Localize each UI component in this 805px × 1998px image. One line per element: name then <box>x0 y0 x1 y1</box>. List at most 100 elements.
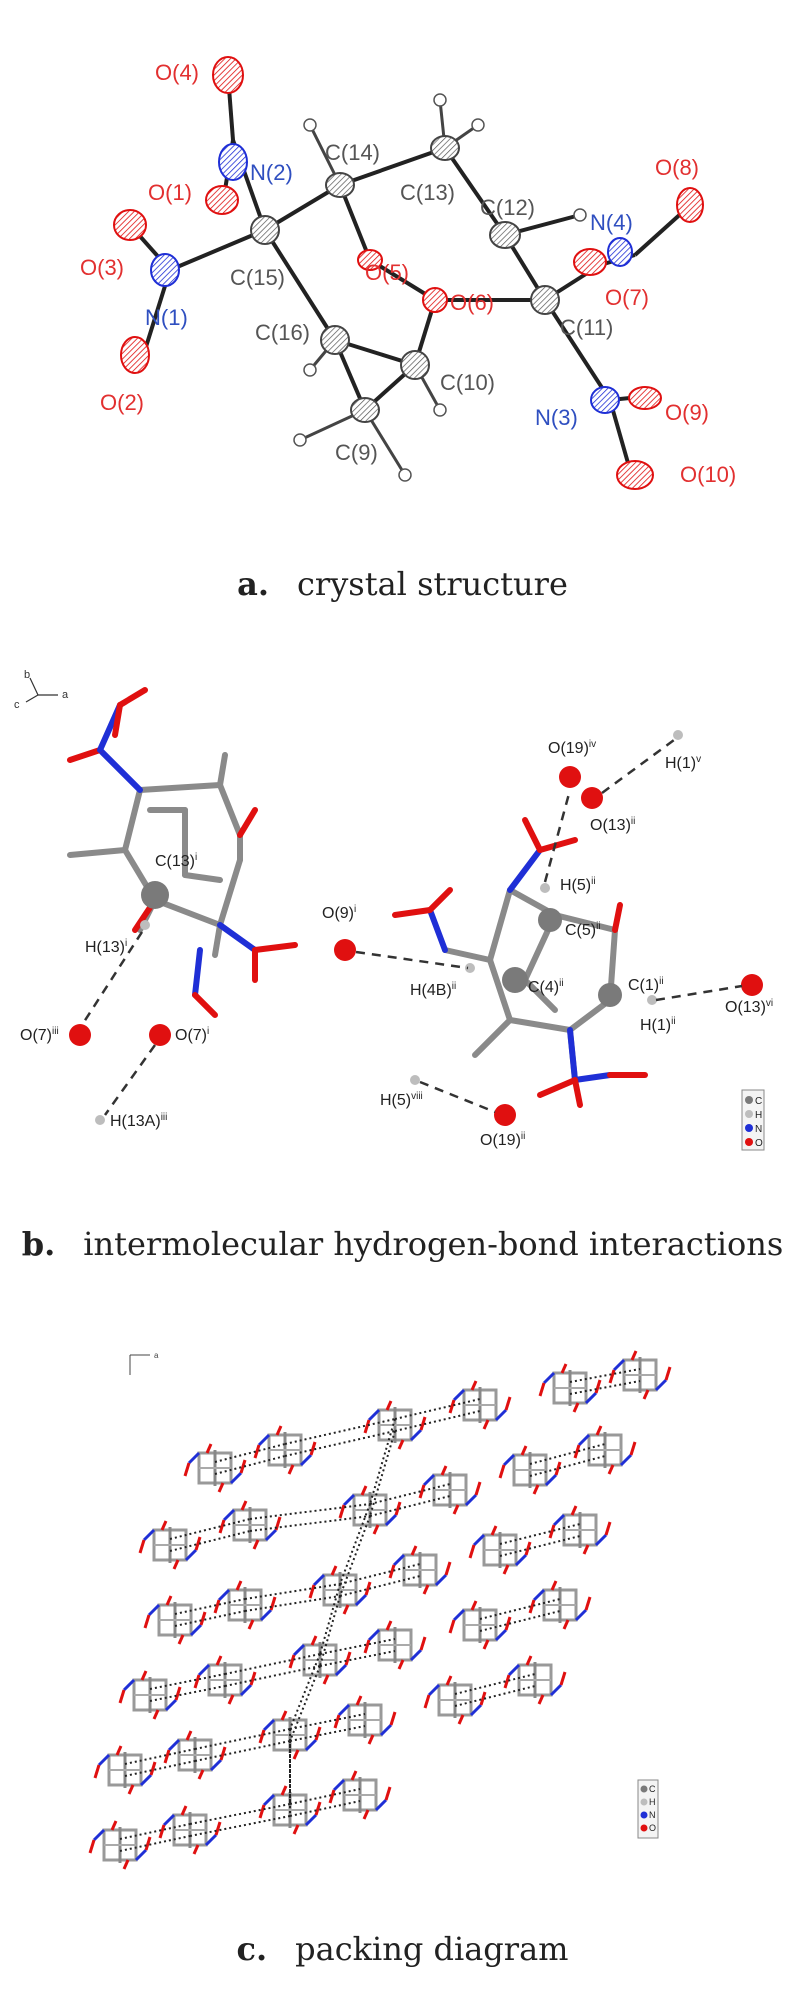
legend-b-h: H <box>755 1110 762 1121</box>
label-H1v: H(1) <box>665 755 696 772</box>
atom-H1ii <box>647 995 657 1005</box>
packed-molecule <box>608 1350 672 1400</box>
caption-c: c.packing diagram <box>0 1930 805 1968</box>
packed-molecule <box>333 1695 397 1745</box>
sup-H1v: v <box>696 754 701 765</box>
atom-H13Aiii <box>95 1115 105 1125</box>
legend-b-n: N <box>755 1124 762 1135</box>
label-O4: O(4) <box>155 60 199 85</box>
label-O8: O(8) <box>655 155 699 180</box>
packed-molecule <box>573 1425 637 1475</box>
atom-H5viii <box>410 1075 420 1085</box>
sup-C4ii: ii <box>559 978 563 989</box>
sup-H13Aiii: iii <box>161 1112 168 1123</box>
label-H4Bii: H(4B) <box>410 982 452 999</box>
packing-hbond <box>169 1518 251 1540</box>
label-N1: N(1) <box>145 305 188 330</box>
label-O7i: O(7) <box>175 1027 207 1044</box>
sup-O19iv: iv <box>589 739 596 750</box>
packing-axis-glyph <box>129 1354 150 1375</box>
label-N3: N(3) <box>535 405 578 430</box>
packing-hbond <box>319 1595 341 1667</box>
label-O7iii: O(7) <box>20 1027 52 1044</box>
svg-text:H(5)viii: H(5)viii <box>380 1091 423 1109</box>
packing-hbond <box>189 1803 291 1825</box>
label-O5: O(5) <box>365 260 409 285</box>
packing-hbond <box>454 1673 536 1695</box>
packing-hbond <box>479 1598 561 1620</box>
legend-c-h: H <box>649 1797 656 1807</box>
sup-O7i: i <box>207 1026 209 1037</box>
packed-molecule <box>423 1675 487 1725</box>
packing-hbond <box>479 1610 561 1632</box>
packing-hbond <box>194 1728 291 1750</box>
packing-hbond <box>194 1740 291 1762</box>
label-O10: O(10) <box>680 462 736 487</box>
packing-hbond <box>569 1368 641 1383</box>
label-O2: O(2) <box>100 390 144 415</box>
packing-hbond <box>189 1815 291 1837</box>
caption-b: b.intermolecular hydrogen-bond interacti… <box>0 1225 805 1263</box>
caption-a: a.crystal structure <box>0 565 805 603</box>
label-O19iv: O(19) <box>548 740 589 757</box>
right-nitro <box>392 817 648 1108</box>
packing-hbond <box>289 1665 321 1742</box>
label-C10: C(10) <box>440 370 495 395</box>
sup-C1ii: ii <box>659 976 663 987</box>
sup-O7iii: iii <box>52 1026 59 1037</box>
atom-O9i <box>334 939 356 961</box>
label-C11: C(11) <box>560 315 613 340</box>
sup-C5ii: ii <box>596 921 600 932</box>
packed-molecule <box>448 1600 512 1650</box>
packing-hbond <box>169 1530 251 1552</box>
label-C9: C(9) <box>335 440 378 465</box>
packing-hbond <box>224 1665 321 1687</box>
label-H5ii: H(5) <box>560 877 591 894</box>
svg-text:O(9)i: O(9)i <box>322 904 356 922</box>
atom-O7iii <box>69 1024 91 1046</box>
label-C5ii: C(5) <box>565 922 596 939</box>
packing-hbond <box>339 1563 421 1585</box>
label-O9i: O(9) <box>322 905 354 922</box>
packed-molecule <box>528 1580 592 1630</box>
legend-b-c: C <box>755 1096 762 1107</box>
packed-molecule <box>388 1545 452 1595</box>
label-O19ii: O(19) <box>480 1132 521 1149</box>
atom-O13vi <box>741 974 763 996</box>
axis-b-label: b <box>24 669 30 681</box>
label-H5viii: H(5) <box>380 1092 411 1109</box>
packed-molecule <box>338 1485 402 1535</box>
label-C1ii: C(1) <box>628 977 659 994</box>
packing-axis-a: a <box>154 1351 159 1360</box>
packing-hbond <box>369 1430 396 1517</box>
sup-H13i: i <box>125 938 127 949</box>
label-C12: C(12) <box>480 195 535 220</box>
sup-O9i: i <box>354 904 356 915</box>
label-O7: O(7) <box>605 285 649 310</box>
svg-text:H(5)ii: H(5)ii <box>560 876 596 894</box>
svg-text:H(1)v: H(1)v <box>665 754 701 772</box>
label-N4: N(4) <box>590 210 633 235</box>
packing-hbond <box>174 1610 246 1627</box>
sup-O13ii: ii <box>631 816 635 827</box>
atom-C4ii <box>502 967 528 993</box>
caption-b-text: intermolecular hydrogen-bond interaction… <box>83 1225 784 1263</box>
packing-hbond <box>249 1503 371 1520</box>
svg-text:O(19)ii: O(19)ii <box>480 1131 525 1149</box>
packing-hbond <box>119 1823 191 1840</box>
sup-H4Bii: ii <box>452 981 456 992</box>
label-H13Aiii: H(13A) <box>110 1113 161 1130</box>
packing-hbond <box>289 1788 361 1805</box>
legend-c-o: O <box>649 1823 656 1833</box>
packing-hbond <box>369 1483 451 1505</box>
label-C13i: C(13) <box>155 853 195 870</box>
label-O3: O(3) <box>80 255 124 280</box>
packed-molecule <box>88 1820 152 1870</box>
svg-text:H(13A)iii: H(13A)iii <box>110 1112 167 1130</box>
packed-molecule <box>328 1770 392 1820</box>
crystal-structure-figure: O(4) N(2) C(14) C(13) O(8) O(1) C(12) N(… <box>0 0 805 540</box>
svg-text:H(4B)ii: H(4B)ii <box>410 981 456 999</box>
packing-hbond <box>499 1535 581 1557</box>
atom-O19iv <box>559 766 581 788</box>
svg-text:O(7)iii: O(7)iii <box>20 1026 59 1044</box>
